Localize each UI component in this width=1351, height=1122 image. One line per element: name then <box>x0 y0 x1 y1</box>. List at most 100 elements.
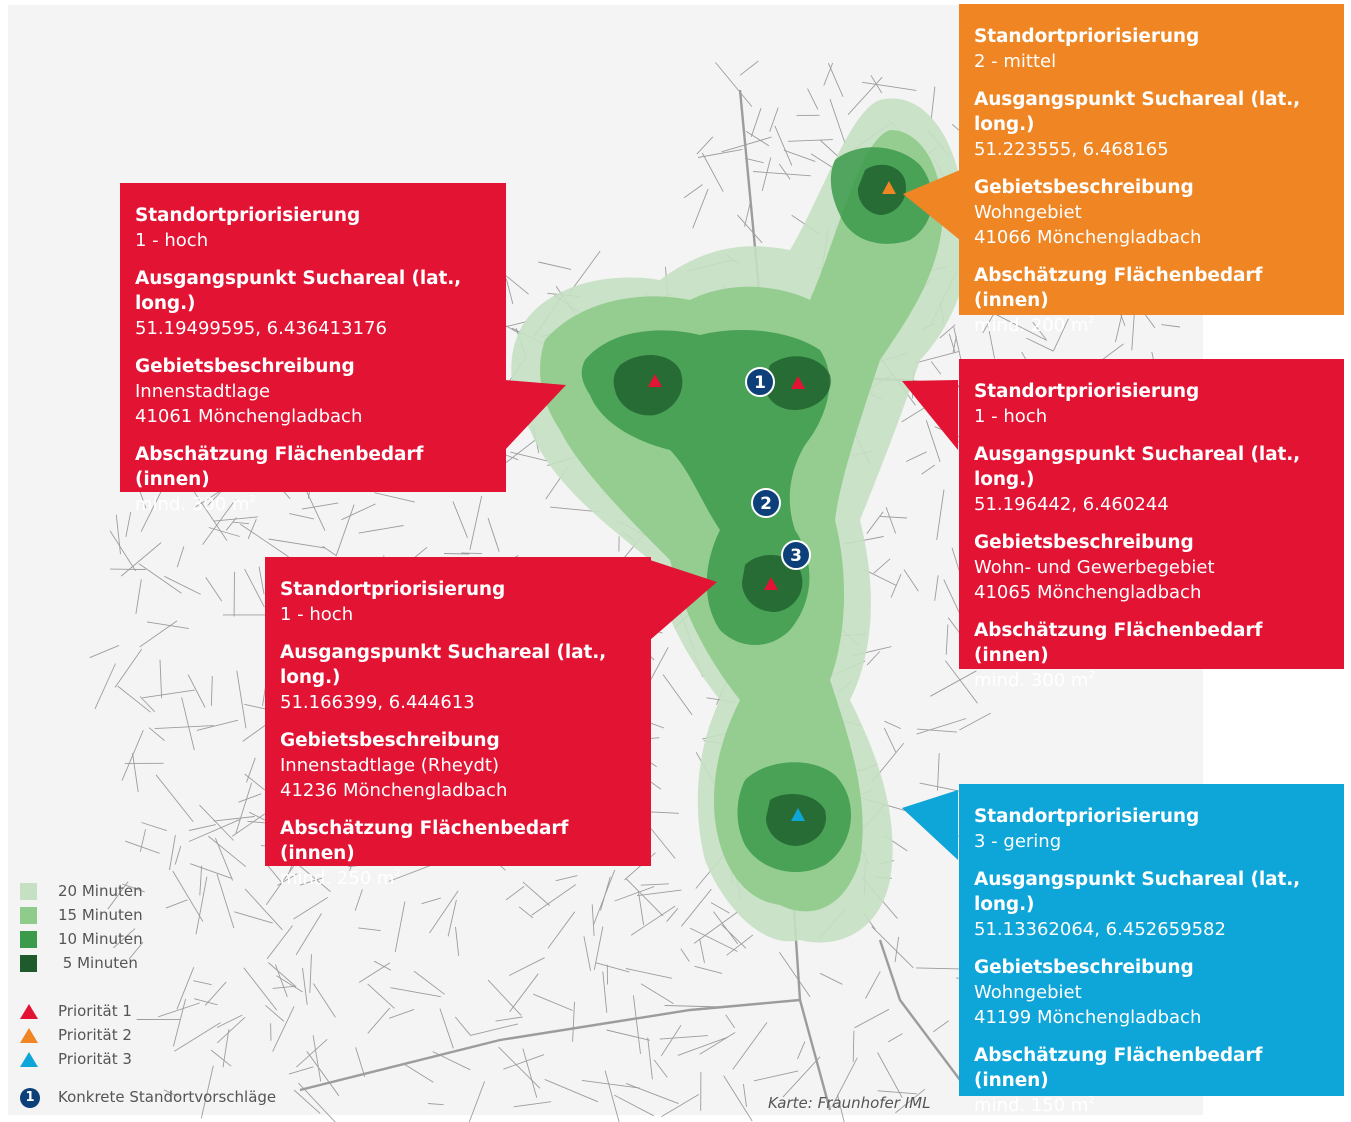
street-segment <box>289 513 314 520</box>
need-value: mind. 300 m <box>974 670 1089 691</box>
priority-1-triangle-marker <box>764 577 778 590</box>
street-segment <box>995 313 1048 341</box>
street-segment <box>199 865 203 896</box>
street-segment <box>135 579 142 614</box>
legend-label: Konkrete Standortvorschläge <box>58 1088 277 1106</box>
street-segment <box>128 941 144 960</box>
street-segment <box>600 876 611 911</box>
street-segment <box>640 983 674 1004</box>
legend-swatch <box>20 931 37 948</box>
street-segment <box>265 1004 285 1022</box>
street-segment <box>176 967 195 1010</box>
street-segment <box>944 660 978 704</box>
callout-pointer-nord <box>903 170 960 240</box>
street-segment <box>115 514 121 555</box>
need-exponent: 2 <box>1088 315 1095 326</box>
street-segment <box>498 1046 541 1089</box>
street-segment <box>865 971 881 999</box>
street-segment <box>148 727 165 741</box>
street-segment <box>421 897 441 905</box>
street-segment <box>335 504 355 557</box>
street-segment <box>903 569 919 592</box>
numbered-circle-icon: 1 <box>20 1088 40 1108</box>
street-segment <box>630 905 676 936</box>
street-segment <box>737 214 763 244</box>
street-segment <box>807 88 819 110</box>
street-segment <box>753 171 811 177</box>
street-segment <box>819 972 843 985</box>
street-segment <box>193 491 228 541</box>
street-segment <box>373 960 392 971</box>
street-segment <box>114 648 143 688</box>
street-segment <box>293 897 329 920</box>
street-segment <box>276 975 303 993</box>
street-segment <box>1053 318 1069 351</box>
street-segment <box>188 818 241 842</box>
priority-value: 2 - mittel <box>974 51 1057 72</box>
street-segment <box>169 834 176 871</box>
street-segment <box>787 139 833 142</box>
street-segment <box>120 542 162 577</box>
street-segment <box>925 420 941 462</box>
street-segment <box>699 939 705 963</box>
legend-item-priority-3: Priorität 3 <box>20 1048 220 1070</box>
street-segment <box>509 973 539 1013</box>
proposal-number: 1 <box>754 373 766 393</box>
street-segment <box>877 1090 917 1095</box>
location-markers: 123 <box>648 181 896 821</box>
street-segment <box>696 136 714 155</box>
street-segment <box>190 863 233 880</box>
street-segment <box>199 804 234 841</box>
street-segment <box>94 663 116 709</box>
street-segment <box>447 899 457 937</box>
need-exponent: 2 <box>1088 1095 1095 1106</box>
street-segment <box>113 928 136 949</box>
street-segment <box>694 965 723 974</box>
area-line2: 41065 Mönchengladbach <box>974 582 1202 603</box>
legend-item-10-min: 10 Minuten <box>20 928 220 950</box>
street-segment <box>301 502 339 510</box>
street-segment <box>243 967 278 1011</box>
street-segment <box>193 998 218 1006</box>
area-line2: 41061 Mönchengladbach <box>135 406 363 427</box>
street-segment <box>1161 324 1181 328</box>
coord-value: 51.196442, 6.460244 <box>974 494 1169 515</box>
street-segment <box>238 793 262 803</box>
legend-item-5-min: 5 Minuten <box>20 952 220 974</box>
street-segment <box>662 674 693 716</box>
street-segment <box>165 899 188 909</box>
priority-value: 1 - hoch <box>280 604 354 625</box>
street-segment <box>295 913 322 956</box>
street-segment <box>774 125 793 166</box>
street-segment <box>572 1001 575 1042</box>
street-segment <box>650 827 676 859</box>
street-segment <box>302 968 308 1005</box>
coord-label: Ausgangspunkt Suchareal (lat., long.) <box>135 268 462 314</box>
legend-item-priority-2: Priorität 2 <box>20 1024 220 1046</box>
street-segment <box>959 712 991 731</box>
street-segment <box>503 1054 545 1070</box>
priority-label: Standortpriorisierung <box>280 579 506 600</box>
street-segment <box>653 1059 668 1078</box>
proposal-marker-1: 1 <box>745 367 775 397</box>
street-segment <box>210 675 213 706</box>
proposal-marker-3: 3 <box>781 540 811 570</box>
street-segment <box>929 670 977 697</box>
street-segment <box>154 725 214 730</box>
street-segment <box>200 1065 214 1119</box>
street-segment <box>461 552 482 555</box>
priority-value: 3 - gering <box>974 831 1062 852</box>
street-segment <box>216 873 235 929</box>
street-segment <box>272 985 295 989</box>
street-segment <box>701 152 724 192</box>
street-segment <box>890 574 902 598</box>
street-segment <box>138 563 182 594</box>
street-segment <box>518 906 534 919</box>
area-label: Gebietsbeschreibung <box>974 177 1194 198</box>
street-segment <box>429 890 459 934</box>
street-segment <box>732 1022 768 1070</box>
street-segment <box>505 278 514 305</box>
street-segment <box>358 525 404 534</box>
street-segment <box>604 1070 620 1122</box>
